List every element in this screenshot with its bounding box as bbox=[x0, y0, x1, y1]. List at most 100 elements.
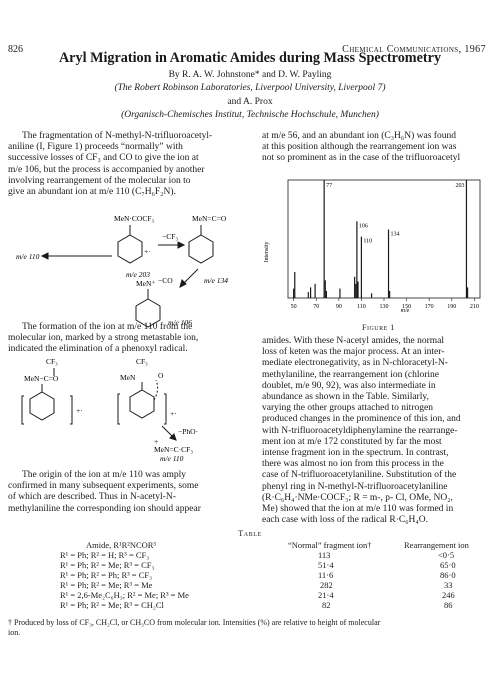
table-cell: 51·4 bbox=[318, 560, 334, 570]
plus-dot-label-2: +· bbox=[76, 406, 83, 415]
x-tick-label: 150 bbox=[402, 304, 411, 310]
plus-dot-label-3: +· bbox=[170, 409, 177, 418]
table-cell: R¹ = 2,6-Me₂C₆H₃; R² = Me; R³ = Me bbox=[60, 590, 189, 600]
benzene-ring-left bbox=[29, 391, 55, 421]
text-line: intense fragment ion in the spectrum. In… bbox=[262, 448, 449, 459]
text-line: doublet, m/e 90, 92), was also intermedi… bbox=[262, 380, 436, 391]
peak-label: 110 bbox=[363, 239, 372, 245]
right-paragraph-1: at m/e 56, and an abundant ion (C₃H₆N) w… bbox=[262, 131, 490, 165]
left-paragraph-2: The formation of the ion at m/e 110 from… bbox=[8, 322, 256, 356]
benzene-ring-product bbox=[188, 234, 214, 264]
y-axis-label: Intensity bbox=[264, 242, 270, 263]
table-cell: 246 bbox=[442, 590, 455, 600]
table-row: R¹ = Ph; R² = Me; R³ = CH₂Cl 82 86 bbox=[60, 600, 469, 610]
peak-label: 106 bbox=[359, 223, 368, 229]
table-cell: R¹ = Ph; R² = H; R³ = CF₃ bbox=[60, 550, 150, 560]
benzene-ring-final bbox=[135, 298, 161, 328]
table-cell: 65·0 bbox=[440, 560, 456, 570]
table-row: R¹ = Ph; R² = Me; R³ = CF₃ 51·4 65·0 bbox=[60, 560, 469, 570]
table-cell: R¹ = Ph; R² = Me; R³ = Me bbox=[60, 580, 153, 590]
affiliation-liverpool: (The Robert Robinson Laboratories, Liver… bbox=[114, 83, 386, 93]
text-line: m/e 106, but the process is accompanied … bbox=[8, 164, 205, 175]
text-line: molecular ion, marked by a strong metast… bbox=[8, 333, 199, 344]
text-line: at m/e 56, and an abundant ion (C₃H₆N) w… bbox=[262, 131, 456, 141]
text-line: phenyl ring in N-methyl-N-trifluoroacety… bbox=[262, 481, 448, 492]
text-line: involving rearrangement of the molecular… bbox=[8, 175, 191, 186]
peak-label: 203 bbox=[455, 183, 464, 189]
text-line: aniline (I, Figure 1) proceeds “normally… bbox=[8, 142, 183, 153]
header-normal-ion: “Normal” fragment ion† bbox=[288, 540, 372, 550]
table-row: R¹ = Ph; R² = H; R³ = CF₃ 113 <0·5 bbox=[60, 550, 469, 560]
header-amide: Amide, R¹R²NCOR³ bbox=[86, 540, 156, 550]
left-paragraph-3: The origin of the ion at m/e 110 was amp… bbox=[8, 470, 256, 515]
loss-cf3-label: −CF₃ bbox=[162, 232, 178, 241]
right-paragraph-2: amides. With these N-acetyl amides, the … bbox=[262, 336, 490, 526]
text-line: ment ion at m/e 172 constituted by far t… bbox=[262, 436, 442, 447]
amide-group-label: MeN−C=O bbox=[24, 374, 59, 383]
table-cell: R¹ = Ph; R² = Ph; R³ = CF₃ bbox=[60, 570, 153, 580]
table-cell: 33 bbox=[444, 580, 453, 590]
fragmentation-scheme-1: MeN·COCF₃ MeN=C=O m/e 110 +· −CF₃ m/e 20… bbox=[16, 214, 228, 328]
text-line: abundance as shown in the Table. Similar… bbox=[262, 392, 429, 403]
text-line: at this position although the rearrangem… bbox=[262, 142, 457, 153]
header-rearrangement-ion: Rearrangement ion bbox=[404, 540, 469, 550]
text-line: amides. With these N-acetyl amides, the … bbox=[262, 336, 444, 346]
table-cell: R¹ = Ph; R² = Me; R³ = CH₂Cl bbox=[60, 600, 164, 610]
text-line: methylaniline, the rearrangement ion (ch… bbox=[262, 369, 439, 380]
affiliation-munchen: (Organisch-Chemisches Institut, Technisc… bbox=[121, 110, 379, 120]
table-cell: 86 bbox=[444, 600, 453, 610]
table-cell: 86·0 bbox=[440, 570, 456, 580]
plus-dot-label: +· bbox=[144, 247, 151, 256]
reactant-mass-label: m/e 203 bbox=[126, 270, 150, 279]
loss-co-label: −CO bbox=[158, 276, 173, 285]
and-author-line: and A. Prox bbox=[227, 97, 273, 107]
cf3-top-label: CF₃ bbox=[46, 357, 58, 366]
text-line: (R·C₆H₄·NMe·COCF₃; R = m-, p- Cl, OMe, N… bbox=[262, 492, 453, 503]
journal-header: Chemical Communications, 1967 bbox=[342, 44, 486, 55]
table-cell: 21·4 bbox=[318, 590, 334, 600]
table-cell: <0·5 bbox=[438, 550, 455, 560]
text-line: successive losses of CF₃ and CO to give … bbox=[8, 153, 199, 164]
text-line: varying the other groups attached to nit… bbox=[262, 403, 433, 414]
table-row: R¹ = Ph; R² = Me; R³ = Me 282 33 bbox=[60, 580, 469, 590]
product-ion-charge: + bbox=[154, 437, 158, 446]
final-group-label: MeN⁺ bbox=[136, 279, 155, 288]
text-line: loss of keten was the major process. At … bbox=[262, 347, 445, 358]
plot-frame bbox=[287, 179, 481, 299]
text-line: give an abundant ion at m/e 110 (C₇H₆F₂N… bbox=[8, 187, 176, 198]
reagent-mass-label: m/e 110 bbox=[16, 252, 40, 261]
peak-label: 77 bbox=[326, 183, 332, 189]
table-cell: 11·6 bbox=[318, 570, 334, 580]
x-axis-label: m/e bbox=[401, 308, 410, 314]
benzene-ring-reactant bbox=[117, 234, 143, 264]
table-cell: 82 bbox=[322, 600, 331, 610]
table-cell: 113 bbox=[318, 550, 331, 560]
final-mass-label: m/e 106 bbox=[168, 318, 192, 327]
table-cell: 282 bbox=[320, 580, 333, 590]
fragmentation-scheme-2: CF₃ MeN−C=O +· CF₃ MeN O +· −PhO· MeN=C·… bbox=[21, 357, 198, 462]
product-mass-label: m/e 134 bbox=[204, 276, 228, 285]
text-line: with N-trifluoroacetyldiphenylamine the … bbox=[262, 425, 458, 436]
x-tick-label: 170 bbox=[425, 304, 434, 310]
table-footnote: † Produced by loss of CF₃, CH₂Cl, or CH₃… bbox=[8, 618, 492, 638]
reactant-group-label: MeN·COCF₃ bbox=[114, 214, 155, 223]
benzene-ring-middle bbox=[129, 389, 155, 419]
x-tick-label: 190 bbox=[447, 304, 456, 310]
text-line: produced changes in the prominence of th… bbox=[262, 414, 461, 425]
footnote-line: ion. bbox=[8, 628, 21, 637]
text-line: each case with loss of the radical R·C₆H… bbox=[262, 515, 428, 526]
product-ion-mass: m/e 110 bbox=[160, 454, 184, 462]
text-line: methylaniline the corresponding ion shou… bbox=[8, 503, 201, 514]
text-line: indicated the elimination of a phenoxyl … bbox=[8, 344, 188, 355]
text-line: confirmed in many subsequent experiments… bbox=[8, 481, 199, 492]
text-line: Me) showed that the ion at m/e 110 was f… bbox=[262, 504, 454, 515]
text-line: mediate electronegativity, as in N-chlor… bbox=[262, 358, 448, 369]
men-middle-label: MeN bbox=[120, 373, 136, 382]
article-title: Aryl Migration in Aromatic Amides during… bbox=[58, 50, 442, 66]
page-number: 826 bbox=[8, 44, 23, 55]
product-group-label: MeN=C=O bbox=[192, 214, 227, 223]
peak-label: 134 bbox=[391, 232, 400, 238]
data-table: Amide, R¹R²NCOR³ “Normal” fragment ion† … bbox=[60, 540, 469, 610]
